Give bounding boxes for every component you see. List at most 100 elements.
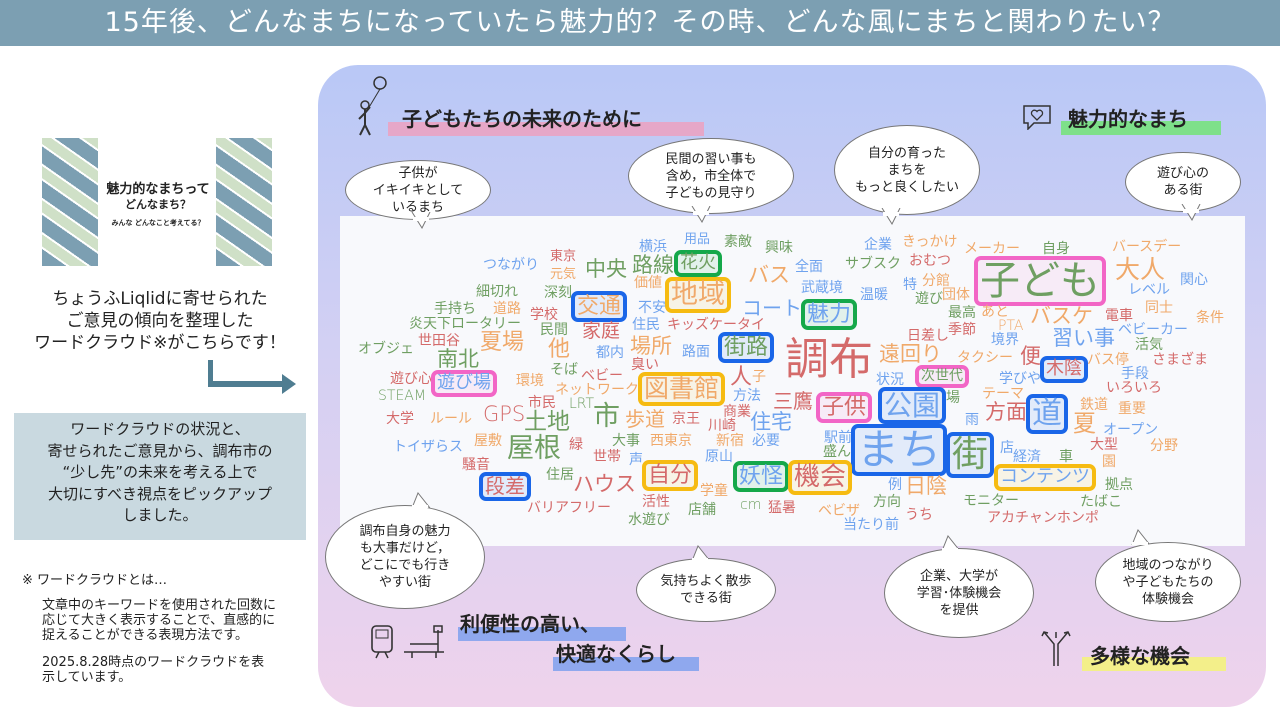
wordcloud-word: 夏場: [480, 330, 525, 355]
wordcloud-word: 当たり前: [843, 517, 899, 533]
wordcloud-word: 西東京: [650, 433, 692, 449]
wordcloud-word: 方法: [733, 388, 761, 404]
wordcloud-word: 遊び: [915, 291, 943, 307]
wordcloud-word: 経済: [1013, 449, 1041, 465]
thumbnail-image: 魅力的なまちって どんなまち？ みんな どんなこと考えてる？: [42, 138, 272, 266]
wordcloud-word: 温暖: [860, 287, 888, 303]
thumbnail-caption: みんな どんなこと考えてる？: [111, 219, 205, 227]
category-attractive-town: 魅力的なまち: [1068, 107, 1188, 131]
child-balloon-icon: [354, 75, 388, 137]
wordcloud-word: 花火: [674, 250, 722, 277]
wordcloud-word: 特: [903, 277, 917, 293]
summary-line: 寄せられたご意見から、調布市の: [47, 441, 273, 460]
note-line: 示しています。: [42, 670, 132, 685]
wordcloud-word: 土地: [524, 409, 570, 435]
thumbnail-title: 魅力的なまちって: [106, 182, 210, 197]
wordcloud-word: 季節: [948, 322, 976, 338]
wordcloud-word: cm: [740, 497, 762, 513]
wordcloud-word: キッズケータイ: [667, 317, 765, 333]
wordcloud-word: STEAM: [378, 388, 426, 404]
wordcloud-word: 学校: [530, 307, 558, 323]
wordcloud-word: 電車: [1105, 308, 1133, 324]
wordcloud-word: 大人: [1115, 255, 1166, 284]
note-line: 応じて大きく表示することで、直感的に: [42, 613, 276, 628]
wordcloud-word: 園: [1102, 454, 1116, 470]
wordcloud-word: 炎天下ロータリー: [409, 316, 521, 332]
summary-line: “少し先”の未来を考える上で: [62, 463, 258, 481]
category-convenient-life-line2: 快適なくらし: [556, 642, 676, 666]
wordcloud-word: 水遊び: [628, 512, 670, 528]
wordcloud-word: 路面: [682, 344, 710, 360]
wordcloud-word: コンテンツ: [994, 464, 1096, 491]
wordcloud-word: 店: [1000, 440, 1014, 456]
wordcloud-word: 価値: [634, 275, 662, 291]
wordcloud-word: バースデー: [1112, 239, 1182, 255]
wordcloud-word: 拠点: [1105, 477, 1133, 493]
wordcloud-word: 鉄道: [1080, 397, 1108, 413]
category-highlight: [1082, 657, 1226, 671]
wordcloud-word: 猛暑: [768, 500, 796, 516]
summary-line: ワードクラウドの状況と、: [70, 420, 250, 438]
wordcloud-word: 素敵: [724, 234, 752, 250]
bubble-tail-join: [692, 558, 708, 561]
wordcloud-word: 横浜: [639, 239, 667, 255]
map-illustration: [216, 138, 272, 266]
wordcloud-word: さまざま: [1152, 352, 1208, 368]
wordcloud-word: 学童: [700, 483, 728, 499]
wordcloud-word: つながり: [483, 257, 539, 273]
wordcloud-word: 自分: [642, 460, 699, 492]
wordcloud-word: 三鷹: [773, 389, 813, 413]
wordcloud-word: 境界: [991, 332, 1019, 348]
note-date: 2025.8.28時点のワードクラウドを表 示しています。: [42, 655, 264, 685]
comment-bubble: 地域のつながり や子どもたちの 体験機会: [1095, 542, 1241, 622]
wordcloud-word: 手持ち: [434, 301, 476, 317]
wordcloud-word: 川崎: [708, 418, 736, 434]
wordcloud-word: 新宿: [716, 433, 744, 449]
wordcloud-word: 深刻: [544, 285, 572, 301]
wordcloud-word: 大学: [386, 411, 414, 427]
wordcloud-word: 活気: [1135, 337, 1163, 353]
wordcloud-word: トイザらス: [393, 439, 463, 455]
wordcloud-word: 商業: [723, 404, 751, 420]
bubble-tail-join: [412, 505, 428, 508]
bubble-tail: [880, 208, 902, 226]
wordcloud-word: 団体: [942, 287, 970, 303]
wordcloud-word: ベビー: [581, 368, 623, 384]
wordcloud-word: 盛ん: [823, 444, 851, 460]
heart-message-icon: [1022, 104, 1052, 130]
comment-bubble: 遊び心の ある街: [1125, 152, 1241, 212]
wordcloud-word: そば: [550, 362, 578, 378]
note-line: 文章中のキーワードを使用された回数に: [42, 598, 277, 613]
comment-bubble: 子供が イキイキとして いるまち: [345, 160, 491, 220]
wordcloud-word: 人: [730, 365, 753, 390]
wordcloud-word: 便: [1020, 344, 1041, 368]
bubble-tail: [690, 206, 712, 224]
category-highlight: [388, 122, 704, 136]
category-highlight: [458, 627, 626, 641]
bubble-tail-join: [942, 548, 958, 551]
wordcloud-word: いろいろ: [1106, 380, 1162, 396]
bubble-tail: [1130, 528, 1152, 546]
wordcloud-word: 条件: [1196, 310, 1224, 326]
wordcloud-word: PTA: [998, 318, 1024, 334]
wordcloud-word: コート: [742, 296, 802, 320]
wordcloud-word: 企業: [864, 237, 892, 253]
wordcloud-word: 活性: [642, 494, 670, 510]
wordcloud-word: ベビーカー: [1118, 322, 1188, 338]
category-highlight: [553, 657, 699, 671]
summary-line: 大切にすべき視点をピックアップ: [47, 484, 273, 503]
wordcloud-word: 妖怪: [733, 461, 790, 493]
wordcloud-word: 分野: [1150, 438, 1178, 454]
wordcloud-word: 手段: [1121, 366, 1149, 382]
wordcloud-word: 不安: [638, 300, 666, 316]
wordcloud-word: 屋根: [507, 433, 561, 464]
wordcloud-word: 都内: [596, 345, 624, 361]
wordcloud-word: 調布: [785, 334, 873, 385]
wordcloud-word: 環境: [516, 373, 544, 389]
wordcloud-word: 次世代: [915, 365, 969, 388]
wordcloud-word: 日差し: [907, 328, 949, 344]
wordcloud-word: 必要: [752, 433, 780, 449]
wordcloud-word: おむつ: [909, 253, 951, 269]
wordcloud-word: 元気: [550, 267, 577, 282]
wordcloud-word: 市: [593, 401, 620, 432]
